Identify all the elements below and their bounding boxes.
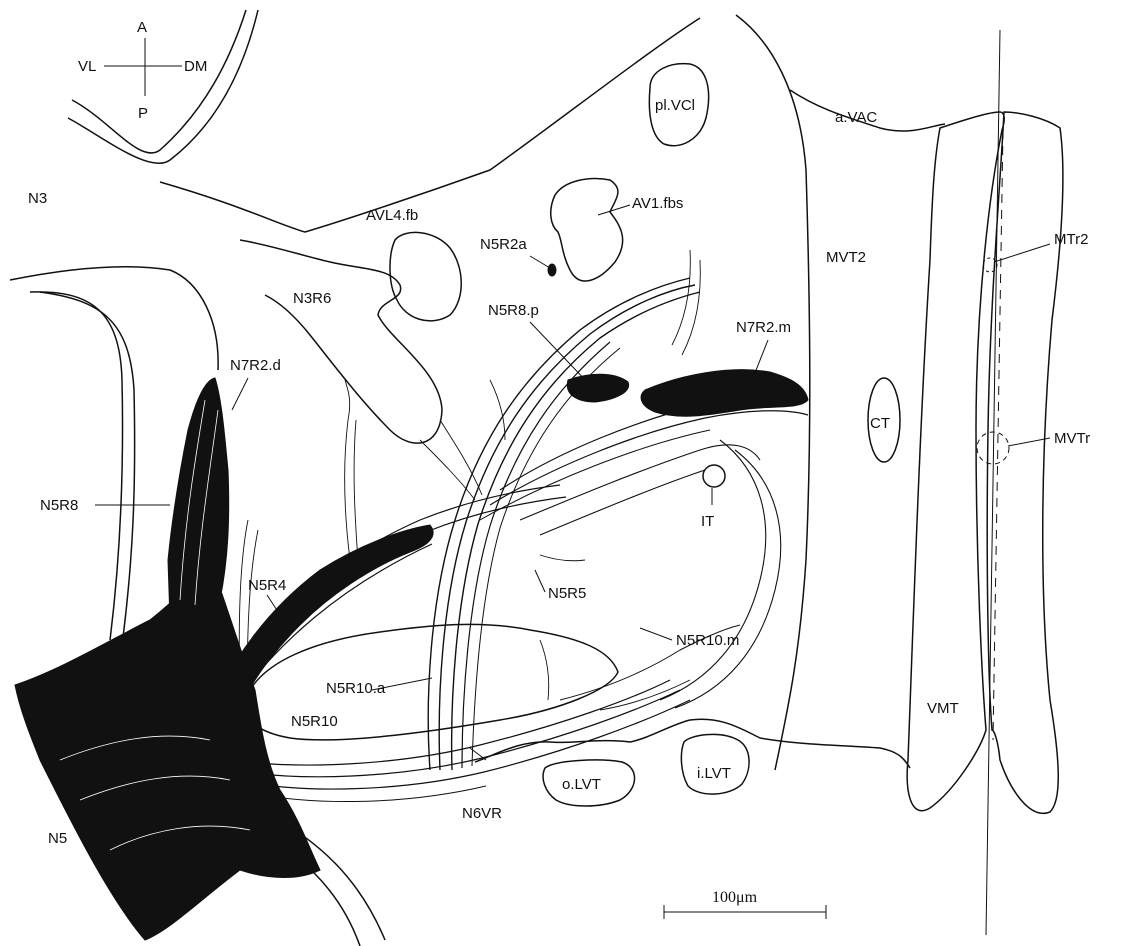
dorsal-boundary [160, 18, 700, 232]
label-n5r10-m: N5R10.m [676, 632, 739, 649]
label-n5r5: N5R5 [548, 585, 586, 602]
label-mtr2: MTr2 [1054, 231, 1088, 248]
compass-ventrolateral: VL [78, 58, 96, 75]
label-n3: N3 [28, 190, 47, 207]
label-n5r8: N5R8 [40, 497, 78, 514]
compass-posterior: P [138, 105, 148, 122]
lumen-left [10, 267, 218, 370]
label-it: IT [701, 513, 714, 530]
label-n5r2a: N5R2a [480, 236, 527, 253]
label-mvt2: MVT2 [826, 249, 866, 266]
scale-bar-label: 100μm [712, 889, 758, 906]
compass-dorsomedial: DM [184, 58, 207, 75]
avl4-fb-outline [390, 232, 461, 320]
lumen-n3r6 [240, 240, 442, 443]
label-n6vr: N6VR [462, 805, 502, 822]
label-a-vac: a.VAC [835, 109, 877, 126]
compass-anterior: A [137, 19, 147, 36]
n5r8-mass [168, 378, 229, 624]
orientation-compass: A P VL DM [78, 19, 207, 122]
n7r2m-mass [641, 370, 808, 416]
label-n5r10: N5R10 [291, 713, 338, 730]
av1-fbs-outline [551, 179, 623, 281]
left-capsule-inner [40, 292, 135, 660]
n5r2a-marker [548, 264, 556, 276]
label-avl4-fb: AVL4.fb [366, 207, 418, 224]
label-pl-vcl: pl.VCl [655, 97, 695, 114]
it-outline [703, 465, 725, 487]
label-ct: CT [870, 415, 890, 432]
label-vmt: VMT [927, 700, 959, 717]
label-n5r4: N5R4 [248, 577, 286, 594]
left-capsule-outer [30, 292, 123, 640]
outer-boundary-upper [72, 10, 246, 153]
outer-boundary-upper-inner [68, 10, 258, 163]
label-i-lvt: i.LVT [697, 765, 731, 782]
label-av1-fbs: AV1.fbs [632, 195, 683, 212]
ventral-lumen-boundary [475, 719, 910, 768]
label-o-lvt: o.LVT [562, 776, 601, 793]
label-n7r2-d: N7R2.d [230, 357, 281, 374]
label-n5r8-p: N5R8.p [488, 302, 539, 319]
label-n5r10-a: N5R10.a [326, 680, 386, 697]
scale-bar: 100μm [664, 889, 826, 919]
n5r8p-mass [567, 374, 628, 402]
label-n3r6: N3R6 [293, 290, 331, 307]
label-n7r2-m: N7R2.m [736, 319, 791, 336]
label-n5: N5 [48, 830, 67, 847]
label-mvtr: MVTr [1054, 430, 1090, 447]
